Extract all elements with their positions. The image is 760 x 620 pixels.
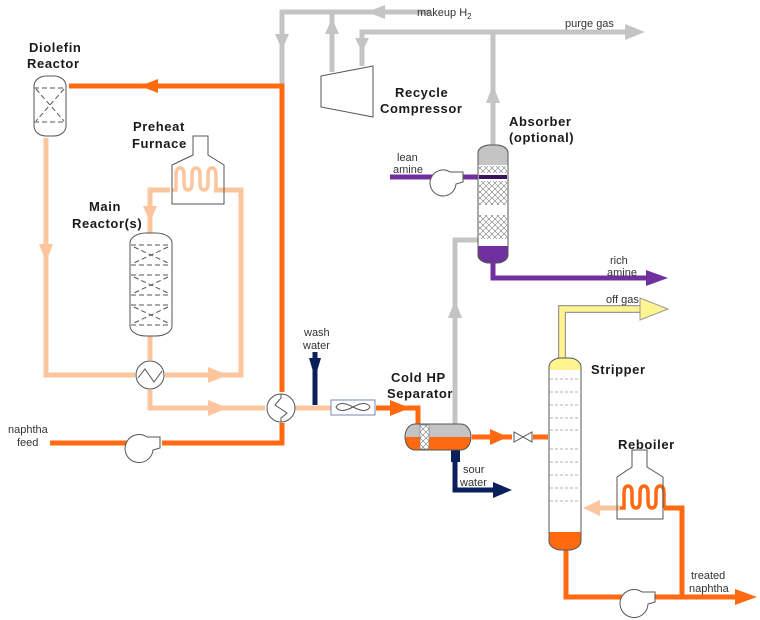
- reboiler-label: Reboiler: [618, 437, 675, 452]
- absorber-label-2: (optional): [509, 130, 574, 145]
- furnace-coil: [172, 166, 220, 192]
- preheat-furnace-label-1: Preheat: [133, 119, 185, 134]
- absorber-overhead-arrow: [486, 85, 500, 103]
- recycle-compressor-label-2: Compressor: [380, 101, 463, 116]
- equipment-labels: Diolefin Reactor Preheat Furnace Main Re…: [27, 40, 675, 452]
- makeup-h2-arrow: [367, 5, 385, 19]
- compressor-discharge-arrow: [325, 18, 339, 34]
- compressor-suction-arrow: [355, 38, 369, 52]
- letdown-valve[interactable]: [513, 431, 533, 443]
- recycle-compressor[interactable]: [320, 65, 374, 118]
- absorber[interactable]: [477, 144, 509, 264]
- recycle-compressor-label-1: Recycle: [395, 85, 448, 100]
- off-gas-label: off gas: [606, 294, 639, 306]
- hot-feed-arrows: [140, 79, 757, 605]
- naphtha-feed-label-1: naphtha: [8, 424, 49, 436]
- rich-amine-label-2: amine: [607, 267, 637, 279]
- preheat-furnace[interactable]: [171, 135, 225, 205]
- diolefin-reactor-label-2: Reactor: [27, 56, 80, 71]
- off-gas-arrow: [639, 297, 670, 321]
- off-gas-outline: [558, 305, 642, 360]
- diolefin-reactor-label-1: Diolefin: [29, 40, 81, 55]
- treated-naphtha-label-1: treated: [691, 570, 725, 582]
- stripper[interactable]: [548, 357, 582, 551]
- rich-amine-label-1: rich: [610, 255, 628, 267]
- main-reactor-label-1: Main: [89, 199, 121, 214]
- bottoms-pump[interactable]: [619, 589, 656, 618]
- treated-naphtha-label-2: naphtha: [689, 583, 730, 595]
- separator-boot: [451, 448, 460, 462]
- sour-water-arrow: [493, 482, 512, 498]
- off-gas-line: [559, 306, 642, 360]
- makeup-h2-label: makeup H2: [417, 7, 472, 21]
- preheat-furnace-label-2: Furnace: [132, 136, 187, 151]
- recycle-down-arrow: [275, 34, 289, 50]
- lean-amine-label-2: amine: [393, 164, 423, 176]
- lean-amine-pump[interactable]: [429, 169, 464, 197]
- purge-gas-label: purge gas: [565, 18, 614, 30]
- main-reactor[interactable]: [129, 232, 173, 337]
- warm-effluent-lines: [43, 138, 620, 511]
- sour-water-label-1: sour: [463, 464, 485, 476]
- stripper-label: Stripper: [591, 362, 646, 377]
- cold-hp-separator[interactable]: [404, 423, 472, 451]
- cold-hp-separator-label-2: Separator: [387, 386, 453, 401]
- diolefin-reactor[interactable]: [33, 75, 67, 137]
- absorber-label-1: Absorber: [509, 114, 572, 129]
- separator-vapor-arrow: [448, 300, 462, 318]
- wash-water-arrow: [309, 358, 321, 378]
- cold-hp-separator-label-1: Cold HP: [391, 370, 446, 385]
- air-cooler[interactable]: [330, 399, 376, 416]
- main-reactor-label-2: Reactor(s): [72, 216, 142, 231]
- rich-amine-arrow: [646, 270, 668, 286]
- naphtha-feed-label-2: feed: [17, 437, 38, 449]
- feed-effluent-exchanger[interactable]: [266, 393, 296, 423]
- recycle-gas-arrows: [275, 5, 645, 318]
- warm-effluent-arrows: [39, 206, 600, 516]
- lean-amine-label-1: lean: [397, 152, 418, 164]
- feed-pump[interactable]: [124, 434, 161, 464]
- reboiler-coil: [620, 484, 666, 510]
- effluent-exchanger[interactable]: [135, 360, 165, 390]
- wash-water-label-1: wash: [303, 327, 330, 339]
- stream-labels: makeup H2 purge gas lean amine rich amin…: [8, 7, 730, 595]
- hot-feed-lines: [50, 83, 740, 600]
- wash-water-label-2: water: [302, 340, 330, 352]
- reboiler[interactable]: [616, 449, 664, 520]
- sour-water-label-2: water: [459, 477, 487, 489]
- purge-gas-arrow: [625, 24, 645, 40]
